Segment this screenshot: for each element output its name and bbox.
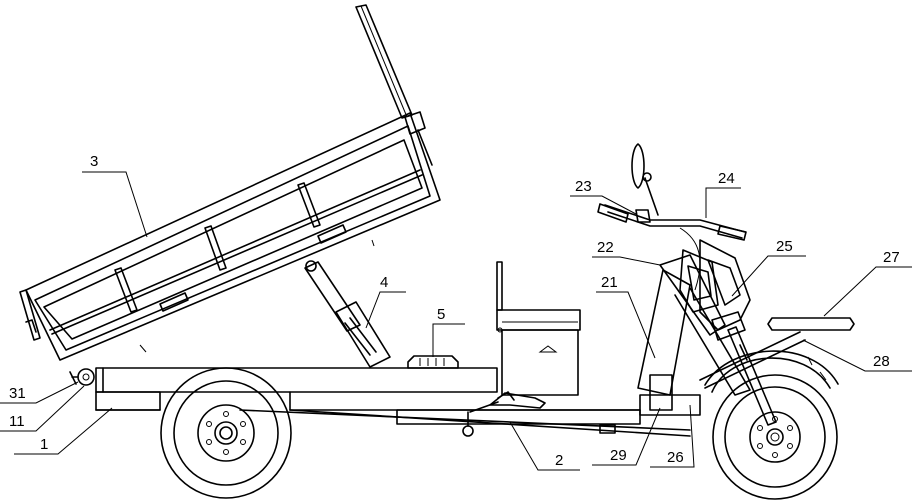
label-1: 1: [40, 436, 48, 453]
front-wheel: [712, 374, 838, 500]
label-28: 28: [873, 353, 890, 370]
label-25: 25: [776, 238, 793, 255]
label-11: 11: [9, 413, 25, 430]
leader-lines: [0, 171, 912, 471]
rear-frame: [69, 367, 641, 411]
rear-wheel: [160, 367, 292, 499]
label-27: 27: [883, 249, 900, 266]
label-23: 23: [575, 178, 592, 195]
dump-box: [19, 111, 441, 361]
label-29: 29: [610, 447, 627, 464]
label-3: 3: [90, 153, 98, 170]
raised-tailgate: [355, 4, 413, 119]
hydraulic-cylinder: [304, 260, 391, 368]
label-21: 21: [601, 274, 618, 291]
label-5: 5: [437, 306, 445, 323]
front-mudguard: [704, 350, 839, 393]
label-2: 2: [555, 452, 563, 469]
label-22: 22: [597, 239, 614, 256]
luggage-pad: [699, 317, 855, 389]
callout-labels: 3 4 5 31 11 1 2 29 26 21 22 23 24 25 27 …: [9, 153, 900, 469]
main-beam: [239, 391, 691, 437]
seat-box: [496, 261, 581, 396]
front-frame: [597, 143, 777, 426]
label-24: 24: [718, 170, 735, 187]
label-4: 4: [380, 274, 388, 291]
label-31: 31: [9, 385, 26, 402]
oil-pump: [407, 355, 459, 369]
label-26: 26: [667, 449, 684, 466]
